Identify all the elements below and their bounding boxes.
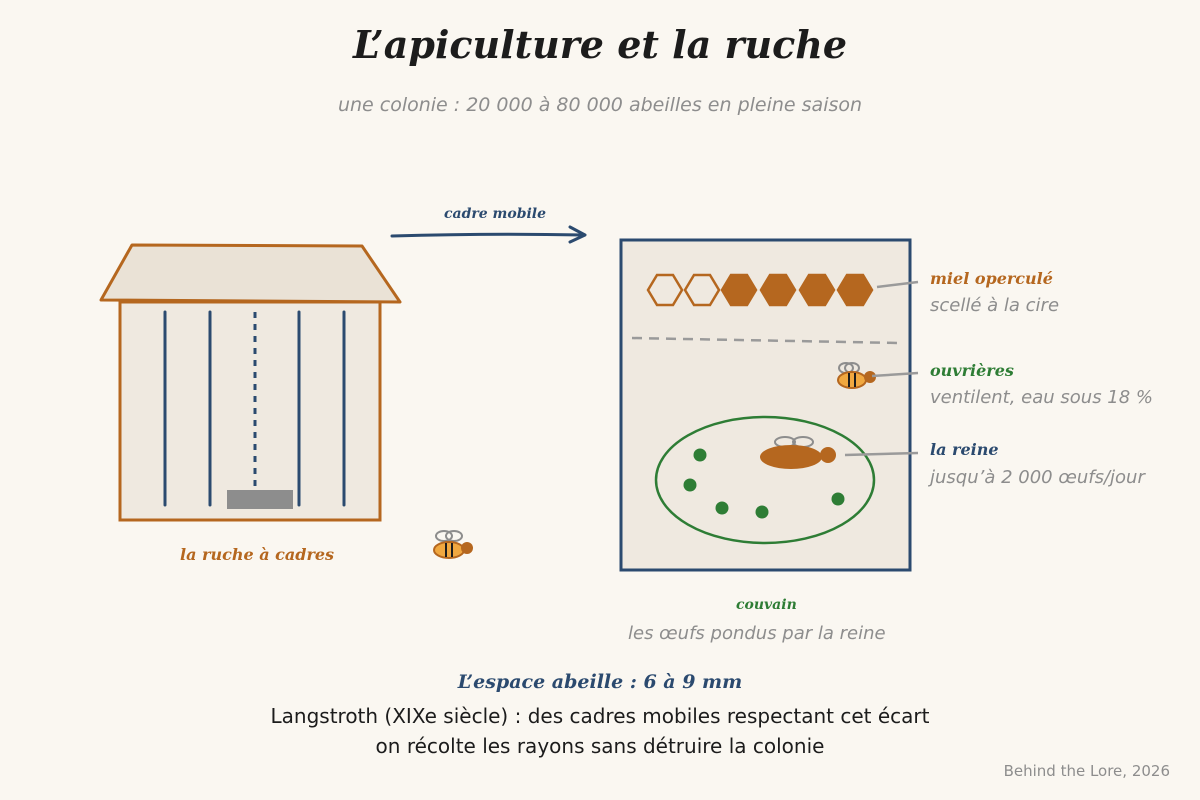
empty-cell-icon xyxy=(646,273,684,307)
worker-bee-icon xyxy=(837,362,876,389)
honey-label: miel operculé xyxy=(930,269,1053,288)
queen-label: la reine xyxy=(930,440,999,459)
empty-cell-icon xyxy=(683,273,721,307)
capped-cell-icon xyxy=(798,273,836,307)
queen-bee-icon xyxy=(760,436,836,469)
bee-space-line-2: on récolte les rayons sans détruire la c… xyxy=(375,734,825,758)
bee-space-line-1: Langstroth (XIXe siècle) : des cadres mo… xyxy=(270,704,930,728)
egg-icon xyxy=(693,448,707,462)
queen-leader-line xyxy=(844,451,919,457)
hive-illustration xyxy=(99,243,402,522)
hive-label: la ruche à cadres xyxy=(180,545,335,564)
bee-space-heading: L’espace abeille : 6 à 9 mm xyxy=(457,671,743,693)
queen-note: jusqu’à 2 000 œufs/jour xyxy=(930,467,1145,488)
page-title: L’apiculture et la ruche xyxy=(352,22,848,67)
brood-area xyxy=(654,415,876,545)
egg-icon xyxy=(755,505,769,519)
honey-leader-line xyxy=(876,280,919,289)
page-subtitle: une colonie : 20 000 à 80 000 abeilles e… xyxy=(337,94,863,116)
zone-separator xyxy=(631,336,901,345)
arrow-label: cadre mobile xyxy=(444,206,547,222)
frame-arrow xyxy=(390,225,587,244)
capped-cell-icon xyxy=(720,273,758,307)
workers-note: ventilent, eau sous 18 % xyxy=(930,387,1154,408)
egg-icon xyxy=(683,478,697,492)
brood-eggs xyxy=(683,448,845,519)
brood-label: couvain xyxy=(736,597,797,613)
honeycomb-cells xyxy=(646,273,874,307)
brood-note: les œufs pondus par la reine xyxy=(628,623,886,644)
hive-body xyxy=(118,300,382,522)
capped-cell-icon xyxy=(759,273,797,307)
workers-leader-line xyxy=(871,371,919,378)
bee-icon xyxy=(433,530,473,559)
hive-roof xyxy=(99,243,402,304)
hive-entrance xyxy=(227,490,293,509)
capped-cell-icon xyxy=(836,273,874,307)
credit-text: Behind the Lore, 2026 xyxy=(1003,762,1170,780)
egg-icon xyxy=(831,492,845,506)
honey-note: scellé à la cire xyxy=(930,295,1060,316)
egg-icon xyxy=(715,501,729,515)
workers-label: ouvrières xyxy=(930,361,1014,380)
